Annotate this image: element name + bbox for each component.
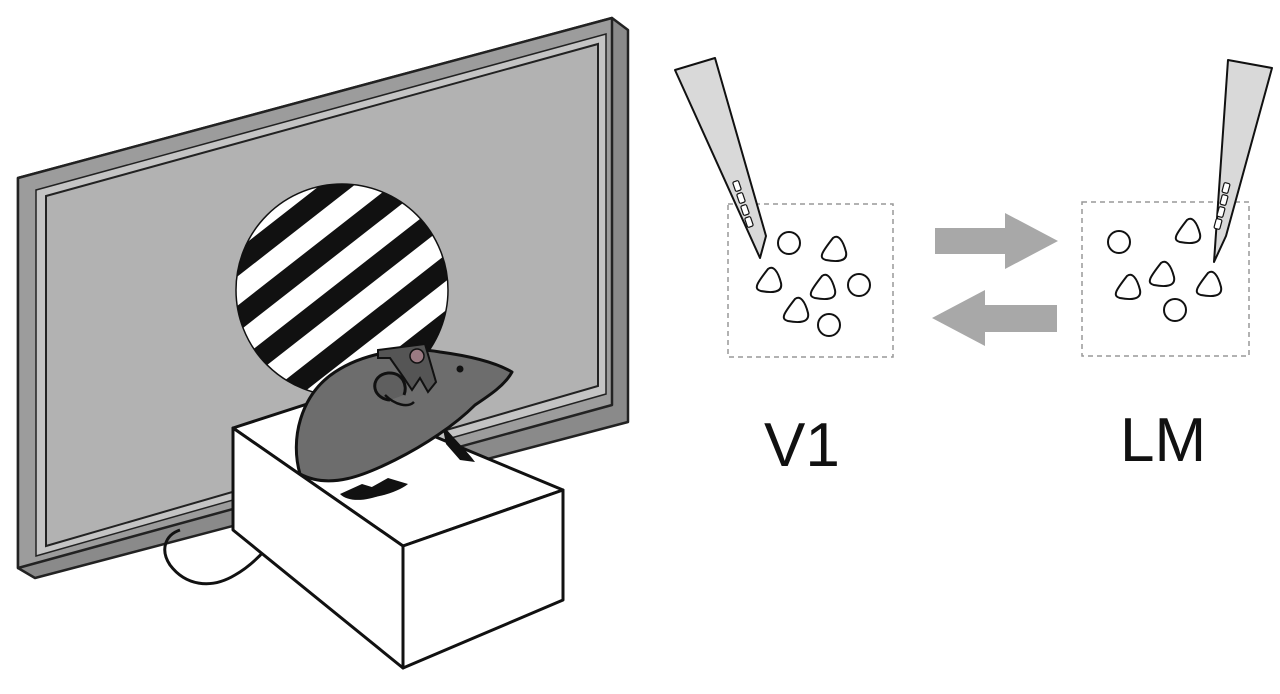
v1-label: V1	[764, 411, 840, 480]
v1-region-box	[727, 203, 894, 358]
lm-recording-site	[1081, 59, 1273, 357]
mouse-icon	[294, 342, 514, 500]
platform-box	[231, 393, 565, 670]
lm-probe-icon	[1213, 59, 1273, 263]
v1-probe-icon	[674, 57, 767, 259]
v1-recording-site	[674, 57, 894, 358]
v1-neurons	[755, 231, 871, 337]
feedback-arrow-icon	[932, 290, 1057, 346]
lm-label: LM	[1120, 406, 1207, 475]
lm-region-box	[1081, 201, 1250, 357]
feedforward-arrow-icon	[935, 213, 1058, 269]
lm-neurons	[1107, 217, 1223, 322]
